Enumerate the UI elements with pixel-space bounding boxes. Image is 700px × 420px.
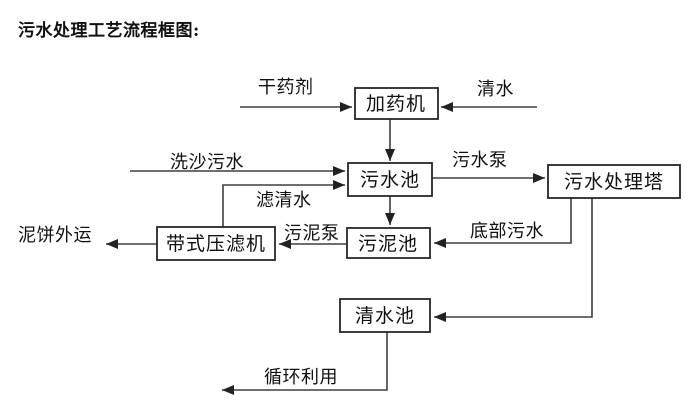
node-belt-filter-press: 带式压滤机 <box>156 226 276 261</box>
flow-label-dry-chemical: 干药剂 <box>258 77 314 98</box>
node-dosing-machine-box <box>354 87 439 120</box>
edge-filtered-water-to-sewage-pool <box>222 180 345 227</box>
node-sludge-pool: 污泥池 <box>346 227 431 259</box>
flow-label-mud-cake-outbound: 泥饼外运 <box>18 225 92 246</box>
node-belt-filter-press-label: 带式压滤机 <box>166 233 266 255</box>
page-title: 污水处理工艺流程框图: <box>18 21 200 41</box>
node-sludge-pool-label: 污泥池 <box>358 233 418 255</box>
flow-label-clean-water: 清水 <box>477 79 514 100</box>
node-belt-filter-press-box <box>156 226 276 261</box>
flow-label-filtered-water: 滤清水 <box>256 190 312 211</box>
node-treatment-tower: 污水处理塔 <box>547 164 681 199</box>
flow-label-sludge-pump: 污泥泵 <box>284 223 340 244</box>
edge-clean-water-pool-to-recycling <box>222 332 388 395</box>
edge-treatment-tower-to-clean-water-pool <box>434 198 593 322</box>
node-sewage-pool-label: 污水池 <box>360 169 420 191</box>
flow-lines <box>106 102 593 395</box>
flow-label-sewage-pump: 污水泵 <box>452 150 508 171</box>
flow-labels: 干药剂 清水 洗沙污水 污水泵 滤清水 泥饼外运 污泥泵 底部污水 循环利用 <box>18 77 544 388</box>
node-dosing-machine-label: 加药机 <box>366 93 426 115</box>
node-dosing-machine: 加药机 <box>354 87 439 120</box>
node-sewage-pool-box <box>347 162 433 197</box>
node-clean-water-pool: 清水池 <box>339 298 431 333</box>
flow-label-recycling: 循环利用 <box>264 367 338 388</box>
node-clean-water-pool-label: 清水池 <box>355 305 415 327</box>
node-sludge-pool-box <box>346 227 431 259</box>
flow-label-sand-washing-sewage: 洗沙污水 <box>170 152 244 173</box>
node-clean-water-pool-box <box>339 298 431 333</box>
node-treatment-tower-label: 污水处理塔 <box>564 171 664 193</box>
node-sewage-pool: 污水池 <box>347 162 433 197</box>
flow-label-bottom-sewage: 底部污水 <box>470 221 544 242</box>
edge-bottom-sewage-to-sludge-pool <box>434 198 572 248</box>
node-treatment-tower-box <box>547 164 681 199</box>
